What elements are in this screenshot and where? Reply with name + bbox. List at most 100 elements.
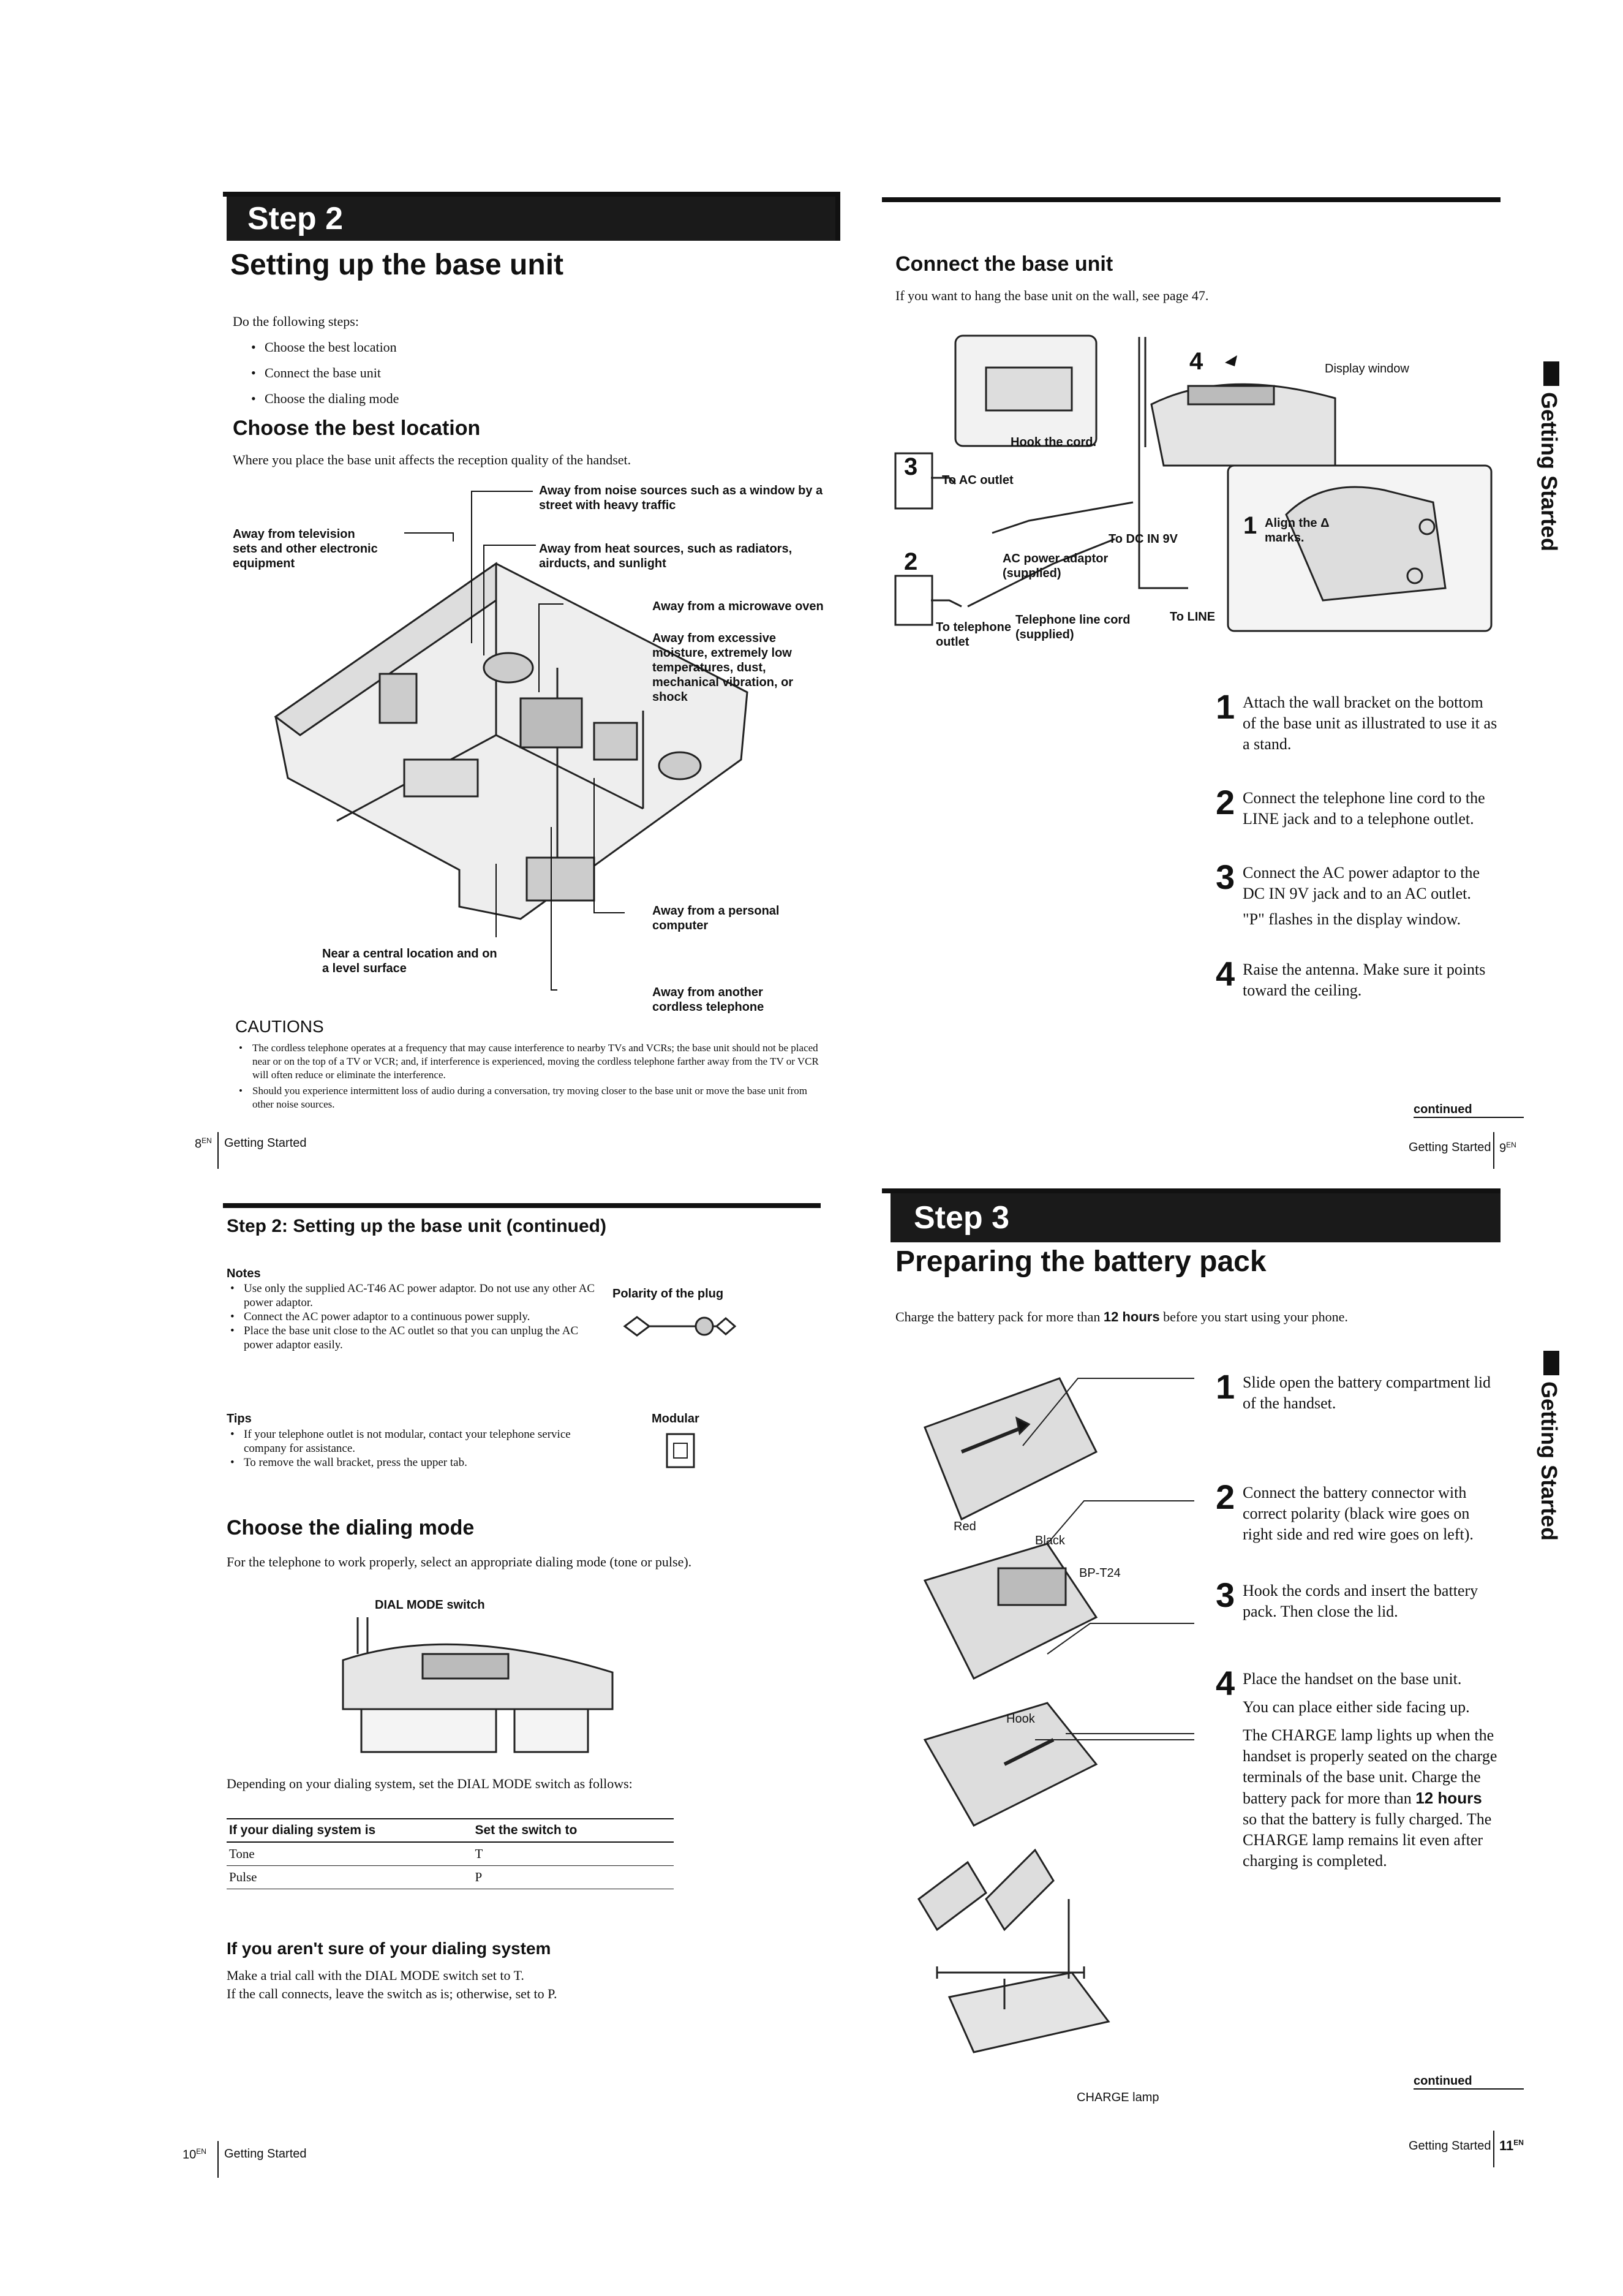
battery-step-4-p2a: The CHARGE lamp lights up when the hands… [1243, 1726, 1497, 1807]
footer-section: Getting Started [224, 1136, 307, 1150]
battery-step-4: 4 Place the handset on the base unit. Yo… [1216, 1666, 1510, 1871]
unsure-text-1: Make a trial call with the DIAL MODE swi… [227, 1968, 524, 1983]
footer-page-10: 10EN [183, 2147, 206, 2162]
continued-heading: Step 2: Setting up the base unit (contin… [227, 1216, 606, 1236]
note-item: Place the base unit close to the AC outl… [230, 1324, 605, 1352]
diagram-num-1: 1 [1243, 512, 1257, 539]
top-rule-p11 [882, 1188, 1501, 1193]
label-dc-in: To DC IN 9V [1109, 532, 1178, 546]
dial-heading: Choose the dialing mode [227, 1516, 475, 1539]
label-align: Align the Δ marks. [1265, 516, 1330, 545]
continued-label-p11: continued [1414, 2074, 1524, 2090]
label-black: Black [1035, 1534, 1065, 1547]
steps-list: Choose the best location Connect the bas… [247, 338, 399, 408]
steps-list-item: Choose the dialing mode [251, 390, 399, 408]
dial-intro: For the telephone to work properly, sele… [227, 1554, 692, 1569]
cautions-list: The cordless telephone operates at a fre… [235, 1041, 828, 1111]
battery-step-4-p2c: so that the battery is fully charged. Th… [1243, 1810, 1492, 1870]
callout-cordless: Away from another cordless telephone [652, 986, 764, 1014]
page-title-setting-up: Setting up the base unit [230, 249, 564, 281]
connect-intro: If you want to hang the base unit on the… [895, 288, 1209, 303]
battery-leader-lines [1022, 1378, 1194, 1740]
label-adaptor: AC power adaptor (supplied) [1003, 552, 1109, 580]
diagram-num-3: 3 [904, 453, 918, 480]
location-intro: Where you place the base unit affects th… [233, 452, 631, 467]
connection-diagram [894, 334, 1493, 632]
callout-moisture: Away from excessive moisture, extremely … [652, 632, 794, 704]
connect-step-3-extra: "P" flashes in the display window. [1243, 910, 1461, 928]
page-number: 11 [1499, 2138, 1514, 2153]
callout-tv: Away from television sets and other elec… [233, 527, 378, 570]
label-red: Red [954, 1520, 976, 1533]
base-unit-dial-illustration [342, 1617, 614, 1753]
side-tab-getting-started: Getting Started [1537, 392, 1562, 552]
top-rule-p10 [223, 1203, 821, 1208]
footer-page-8: 8EN [195, 1136, 212, 1152]
unsure-heading: If you aren't sure of your dialing syste… [227, 1939, 551, 1958]
caution-item: The cordless telephone operates at a fre… [239, 1041, 828, 1082]
label-hook: Hook [1006, 1712, 1035, 1726]
callout-noise: Away from noise sources such as a window… [539, 484, 823, 512]
diagram-num-2: 2 [904, 548, 918, 575]
page-suffix: EN [1506, 1141, 1516, 1149]
depending-text: Depending on your dialing system, set th… [227, 1776, 633, 1791]
page-number: 10 [183, 2148, 197, 2162]
top-rule-right [882, 197, 1501, 202]
footer-divider [1493, 1132, 1494, 1169]
callout-leader-lines [404, 491, 625, 991]
footer-section: Getting Started [1409, 1141, 1491, 1154]
diagram-num-4: 4 [1189, 348, 1203, 375]
label-bp-t24: BP-T24 [1079, 1566, 1121, 1580]
connect-heading: Connect the base unit [895, 252, 1113, 276]
battery-intro-c: before you start using your phone. [1159, 1309, 1348, 1324]
label-hook-cord: Hook the cord. [1011, 436, 1097, 449]
battery-step-4-p2b: 12 hours [1415, 1789, 1482, 1807]
label-ac-outlet: To AC outlet [942, 474, 1014, 487]
label-to-line: To LINE [1170, 610, 1216, 624]
note-item: Connect the AC power adaptor to a contin… [230, 1310, 605, 1324]
footer-divider [217, 2141, 219, 2178]
battery-intro-a: Charge the battery pack for more than [895, 1309, 1104, 1324]
house-floorplan-illustration [274, 562, 748, 920]
table-row: Pulse P [227, 1865, 674, 1889]
label-tel-outlet: To telephone outlet [936, 621, 1011, 649]
title-bar-end [835, 192, 840, 241]
callout-heat: Away from heat sources, such as radiator… [539, 542, 793, 570]
notes-list: Use only the supplied AC-T46 AC power ad… [227, 1282, 605, 1352]
table-cell: Pulse [227, 1865, 473, 1889]
page-number: 8 [195, 1137, 202, 1151]
battery-step-4-text: Place the handset on the base unit. [1243, 1670, 1462, 1688]
page-number: 9 [1499, 1141, 1507, 1155]
battery-illustration [917, 1377, 1110, 2053]
dial-mode-table: If your dialing system is Set the switch… [227, 1818, 674, 1889]
battery-intro-b: 12 hours [1103, 1309, 1160, 1324]
page-suffix: EN [201, 1136, 212, 1145]
footer-page-9: 9EN [1499, 1141, 1516, 1156]
connect-step-3-text: Connect the AC power adaptor to the DC I… [1243, 864, 1480, 902]
unsure-text-2: If the call connects, leave the switch a… [227, 1986, 557, 2001]
callout-computer: Away from a personal computer [652, 904, 780, 932]
footer-page-11: 11EN [1499, 2138, 1524, 2154]
footer-section: Getting Started [224, 2147, 307, 2161]
label-line-cord: Telephone line cord (supplied) [1015, 613, 1131, 641]
page-title-battery: Preparing the battery pack [895, 1245, 1267, 1278]
tips-list: If your telephone outlet is not modular,… [227, 1427, 605, 1470]
callout-microwave: Away from a microwave oven [652, 600, 824, 613]
table-header-cell: If your dialing system is [227, 1818, 473, 1843]
side-tab-getting-started: Getting Started [1537, 1381, 1562, 1541]
battery-intro: Charge the battery pack for more than 12… [895, 1308, 1398, 1326]
table-header-cell: Set the switch to [472, 1818, 674, 1843]
side-tab-marker [1543, 361, 1559, 386]
label-modular: Modular [652, 1412, 699, 1426]
page-suffix: EN [1513, 2138, 1524, 2147]
step-3-banner: Step 3 [891, 1193, 1501, 1242]
